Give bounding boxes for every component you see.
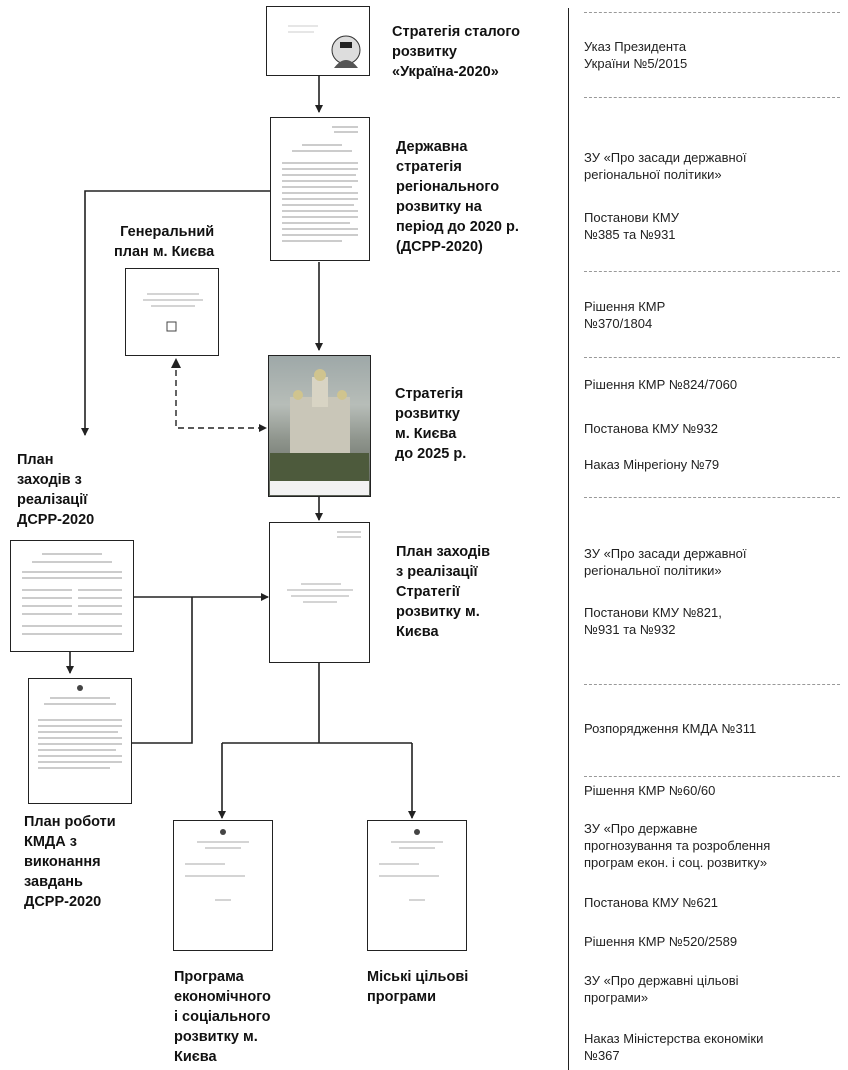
label-econ-social-program: Програма економічного і соціального розв…	[174, 969, 271, 1065]
reference-item: Наказ Міністерства економіки №367	[584, 1031, 764, 1063]
reference-item: Постанови КМУ №821, №931 та №932	[584, 605, 722, 637]
reference-item: Наказ Мінрегіону №79	[584, 457, 720, 472]
connector-dashed-general-plan	[175, 360, 267, 432]
doc-thumb-dsrr-2020	[270, 117, 370, 261]
reference-item: ЗУ «Про засади державної регіональної по…	[584, 546, 747, 578]
reference-item: Рішення КМР №60/60	[584, 783, 716, 798]
doc-thumb-city-programs	[367, 820, 467, 951]
reference-item: Рішення КМР №824/7060	[584, 377, 738, 392]
doc-thumb-econ-program	[173, 820, 273, 951]
label-plan-dsrr-2020: План заходів з реалізації ДСРР-2020	[17, 452, 95, 528]
label-dsrr-2020: Державна стратегія регіонального розвитк…	[396, 139, 519, 255]
label-city-target-programs: Міські цільові програми	[367, 969, 469, 1005]
doc-thumb-general-plan	[125, 268, 219, 356]
label-kmda-work-plan: План роботи КМДА з виконання завдань ДСР…	[24, 814, 116, 910]
doc-thumb-kmda-plan	[28, 678, 132, 804]
label-kyiv-strategy-2025: Стратегія розвитку м. Києва до 2025 р.	[395, 386, 467, 462]
divider	[584, 684, 840, 685]
doc-thumb-plan-dsrr	[10, 540, 134, 652]
connector-kmda-plan-to-junction	[132, 597, 193, 744]
divider	[584, 97, 840, 98]
references-vertical-line	[568, 8, 569, 1070]
divider	[584, 357, 840, 358]
divider	[584, 497, 840, 498]
doc-thumb-ukraine-2020	[266, 6, 370, 76]
reference-item: Постанови КМУ №385 та №931	[584, 210, 679, 242]
reference-item: Розпорядження КМДА №311	[584, 721, 757, 736]
label-strategy-ukraine-2020: Стратегія сталого розвитку «Україна-2020…	[392, 24, 521, 80]
divider	[584, 12, 840, 13]
reference-item: Рішення КМР №520/2589	[584, 934, 738, 949]
reference-item: ЗУ «Про засади державної регіональної по…	[584, 150, 747, 182]
photo-kyiv-strategy-cover	[268, 355, 371, 497]
label-plan-kyiv-strategy: План заходів з реалізації Стратегії розв…	[396, 544, 491, 640]
divider	[584, 271, 840, 272]
reference-item: ЗУ «Про державні цільові програми»	[584, 973, 739, 1005]
divider	[584, 776, 840, 777]
doc-thumb-plan-kyiv	[269, 522, 370, 663]
connector-dsrr-to-plan-dsrr	[81, 190, 270, 436]
reference-item: Постанова КМУ №621	[584, 895, 719, 910]
reference-item: ЗУ «Про державне прогнозування та розроб…	[584, 821, 771, 870]
reference-item: Рішення КМР №370/1804	[584, 299, 666, 331]
reference-item: Указ Президента України №5/2015	[584, 39, 688, 71]
label-general-plan-kyiv: Генеральний план м. Києва	[114, 224, 215, 260]
reference-item: Постанова КМУ №932	[584, 421, 719, 436]
dashed-arrow-up-head	[171, 358, 181, 368]
